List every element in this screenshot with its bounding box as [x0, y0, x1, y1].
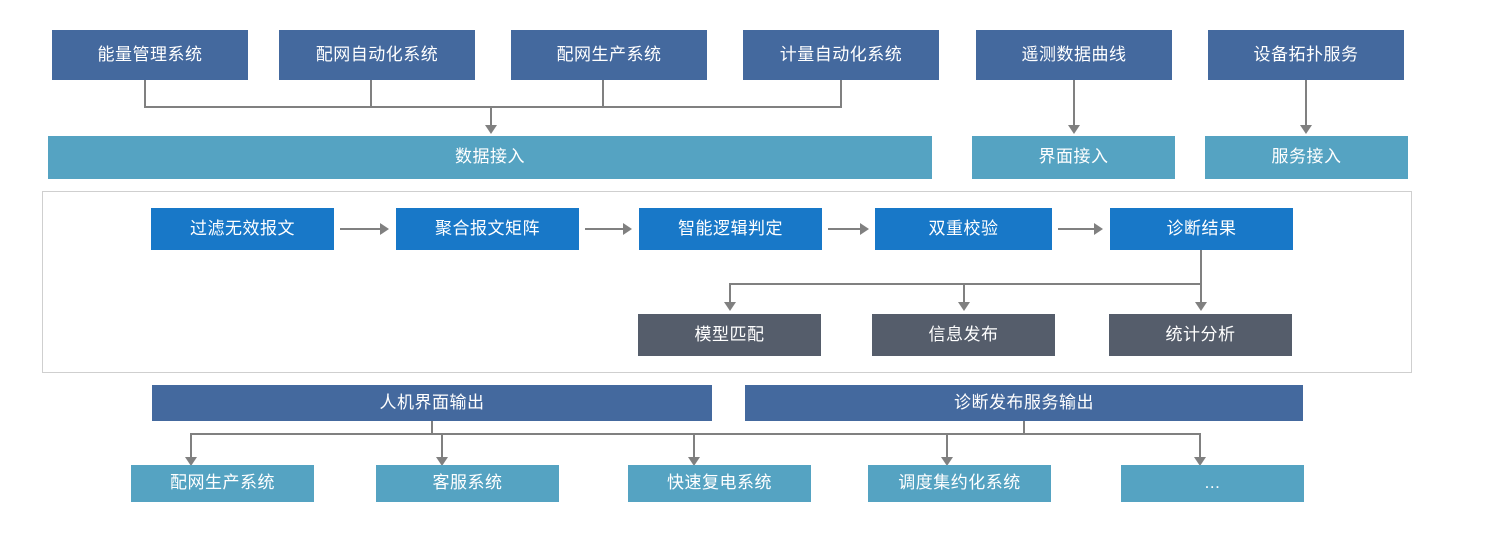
connector-source-bus	[144, 106, 842, 108]
arrow-to-model-match	[724, 302, 736, 311]
arrow-to-data-access	[485, 125, 497, 134]
connector-result-bus	[729, 283, 1202, 285]
arrow-to-ui-access	[1068, 125, 1080, 134]
connector-bus-to-consumer-1	[441, 433, 443, 459]
pipeline-box-intelligent-logic-decision[interactable]: 智能逻辑判定	[639, 208, 822, 250]
access-label: 数据接入	[455, 147, 525, 167]
connector-source-1-drop	[370, 80, 372, 108]
output-label: 诊断发布服务输出	[954, 392, 1094, 412]
pipeline-box-diagnosis-result[interactable]: 诊断结果	[1110, 208, 1293, 250]
connector-bus-to-statistics	[1200, 283, 1202, 304]
output-label: 人机界面输出	[379, 392, 485, 412]
pipeline-box-filter-invalid-messages[interactable]: 过滤无效报文	[151, 208, 334, 250]
connector-pipeline-1-2	[585, 228, 625, 230]
result-label: 信息发布	[928, 324, 999, 344]
connector-bus-to-info-publish	[963, 283, 965, 304]
source-label: 计量自动化系统	[779, 44, 903, 64]
connector-source-2-drop	[602, 80, 604, 108]
connector-bus-to-consumer-0	[190, 433, 192, 459]
arrow-to-consumer-4	[1194, 457, 1206, 466]
source-label: 配网自动化系统	[315, 44, 439, 64]
source-label: 配网生产系统	[556, 44, 662, 64]
source-label: 能量管理系统	[97, 44, 203, 64]
result-box-model-matching[interactable]: 模型匹配	[638, 314, 821, 356]
arrow-to-consumer-3	[941, 457, 953, 466]
pipeline-label: 诊断结果	[1166, 218, 1237, 238]
connector-source-3-drop	[840, 80, 842, 108]
consumer-box-dispatch-intensive[interactable]: 调度集约化系统	[868, 465, 1051, 502]
consumer-label: 调度集约化系统	[898, 473, 1021, 493]
consumer-label: ...	[1204, 473, 1221, 493]
output-bar-diagnosis-publishing-service[interactable]: 诊断发布服务输出	[745, 385, 1303, 421]
connector-bus-to-consumer-3	[946, 433, 948, 459]
consumer-label: 客服系统	[432, 473, 503, 493]
arrow-pipeline-1-2	[623, 223, 632, 235]
consumer-box-rapid-power-restoration[interactable]: 快速复电系统	[628, 465, 811, 502]
connector-output-bus	[190, 433, 1201, 435]
arrow-pipeline-0-1	[380, 223, 389, 235]
access-label: 服务接入	[1271, 147, 1342, 167]
arrow-to-consumer-1	[436, 457, 448, 466]
consumer-label: 配网生产系统	[170, 473, 275, 493]
source-box-metering-automation[interactable]: 计量自动化系统	[743, 30, 939, 80]
consumer-box-distribution-production[interactable]: 配网生产系统	[131, 465, 314, 502]
arrow-to-info-publish	[958, 302, 970, 311]
output-bar-human-machine-interface[interactable]: 人机界面输出	[152, 385, 712, 421]
source-box-distribution-production[interactable]: 配网生产系统	[511, 30, 707, 80]
access-bar-data[interactable]: 数据接入	[48, 136, 932, 179]
arrow-to-service-access	[1300, 125, 1312, 134]
pipeline-label: 智能逻辑判定	[678, 218, 783, 238]
result-label: 统计分析	[1165, 324, 1236, 344]
source-label: 遥测数据曲线	[1021, 44, 1127, 64]
source-box-distribution-automation[interactable]: 配网自动化系统	[279, 30, 475, 80]
consumer-box-customer-service[interactable]: 客服系统	[376, 465, 559, 502]
arrow-pipeline-3-4	[1094, 223, 1103, 235]
access-label: 界面接入	[1038, 147, 1109, 167]
connector-pipeline-3-4	[1058, 228, 1096, 230]
connector-topology-drop	[1305, 80, 1307, 127]
arrow-pipeline-2-3	[860, 223, 869, 235]
access-bar-service[interactable]: 服务接入	[1205, 136, 1408, 179]
connector-output-0-drop	[431, 421, 433, 435]
result-label: 模型匹配	[694, 324, 765, 344]
consumer-box-more[interactable]: ...	[1121, 465, 1304, 502]
consumer-label: 快速复电系统	[667, 473, 772, 493]
connector-pipeline-0-1	[340, 228, 382, 230]
result-box-statistical-analysis[interactable]: 统计分析	[1109, 314, 1292, 356]
pipeline-box-aggregate-message-matrix[interactable]: 聚合报文矩阵	[396, 208, 579, 250]
pipeline-label: 聚合报文矩阵	[435, 218, 540, 238]
connector-bus-to-model-match	[729, 283, 731, 304]
arrow-to-consumer-2	[688, 457, 700, 466]
pipeline-label: 双重校验	[928, 218, 999, 238]
arrow-to-statistics	[1195, 302, 1207, 311]
connector-output-1-drop	[1023, 421, 1025, 435]
connector-result-drop	[1200, 250, 1202, 285]
source-box-device-topology-service[interactable]: 设备拓扑服务	[1208, 30, 1404, 80]
source-label: 设备拓扑服务	[1253, 44, 1359, 64]
connector-bus-to-data-access	[490, 106, 492, 127]
connector-source-0-drop	[144, 80, 146, 108]
access-bar-ui[interactable]: 界面接入	[972, 136, 1175, 179]
pipeline-label: 过滤无效报文	[190, 218, 295, 238]
connector-bus-to-consumer-4	[1199, 433, 1201, 459]
connector-telemetry-drop	[1073, 80, 1075, 127]
source-box-energy-management[interactable]: 能量管理系统	[52, 30, 248, 80]
connector-pipeline-2-3	[828, 228, 862, 230]
source-box-telemetry-curve[interactable]: 遥测数据曲线	[976, 30, 1172, 80]
result-box-information-publishing[interactable]: 信息发布	[872, 314, 1055, 356]
pipeline-box-double-verification[interactable]: 双重校验	[875, 208, 1052, 250]
arrow-to-consumer-0	[185, 457, 197, 466]
connector-bus-to-consumer-2	[693, 433, 695, 459]
